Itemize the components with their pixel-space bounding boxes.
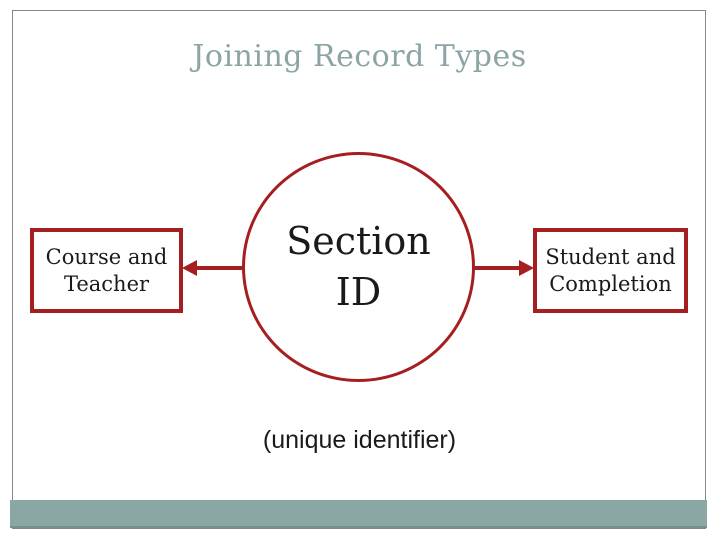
- box-label-line: Course and: [45, 245, 168, 270]
- box-label-line: Student and: [545, 245, 676, 270]
- circle-label-line: ID: [335, 270, 382, 314]
- course-teacher-box: Course and Teacher: [30, 228, 183, 313]
- student-completion-box: Student and Completion: [533, 228, 688, 313]
- bottom-accent-bar: [10, 500, 707, 528]
- arrow-right-line: [474, 266, 520, 270]
- arrow-left-line: [196, 266, 244, 270]
- arrow-right-head: [519, 260, 534, 276]
- box-label-line: Completion: [549, 271, 672, 296]
- slide-title: Joining Record Types: [192, 39, 527, 74]
- section-id-circle: Section ID: [242, 152, 475, 382]
- box-label-line: Teacher: [63, 271, 150, 296]
- circle-label-line: Section: [286, 218, 431, 263]
- arrow-left-head: [182, 260, 197, 276]
- caption-unique-identifier: (unique identifier): [262, 426, 457, 454]
